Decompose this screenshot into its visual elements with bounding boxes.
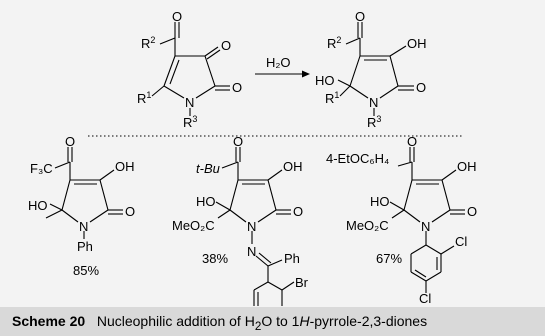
trifluoromethyl-group: F₃C	[30, 161, 53, 176]
example-1-structure	[45, 147, 123, 239]
caption-subscript: 2	[254, 319, 262, 333]
atom-nitrogen: N	[185, 95, 194, 110]
atom-oxygen: O	[407, 134, 417, 149]
atom-hydroxyl: OH	[283, 159, 303, 174]
reagent-label: H₂O	[266, 55, 291, 70]
phenyl-group: Ph	[77, 239, 93, 254]
atom-r1: R1	[325, 90, 339, 106]
example-3-structure	[389, 147, 465, 293]
atom-nitrogen: N	[421, 219, 430, 234]
caption-bar: Scheme 20 Nucleophilic addition of H2O t…	[0, 307, 545, 336]
atom-hydroxyl: HO	[196, 194, 216, 209]
atom-oxygen: O	[355, 9, 365, 24]
bromine-atom: Br	[295, 275, 309, 290]
caption-text-start: Nucleophilic addition of H	[96, 313, 255, 329]
atom-hydroxyl: OH	[407, 36, 427, 51]
atom-r1: R1	[137, 90, 151, 106]
atom-hydroxyl: HO	[370, 194, 390, 209]
atom-r3: R3	[183, 114, 197, 130]
ethoxyphenyl-group: 4-EtOC₆H₄	[326, 151, 389, 166]
chlorine-atom: Cl	[419, 291, 431, 306]
tert-butyl-group: t-Bu	[196, 161, 220, 176]
atom-hydroxyl: HO	[315, 73, 335, 88]
phenyl-group: Ph	[284, 251, 300, 266]
reaction-arrow	[255, 70, 310, 78]
caption-label: Scheme 20	[12, 313, 86, 329]
atom-nitrogen: N	[247, 244, 256, 259]
reactant-structure	[151, 22, 230, 116]
atom-oxygen: O	[233, 134, 243, 149]
methyl-ester-group: MeO₂C	[172, 218, 215, 233]
product-structure	[337, 22, 414, 116]
atom-oxygen: O	[65, 134, 75, 149]
yield-example-1: 85%	[73, 263, 99, 278]
caption-text-middle: O to 1	[261, 313, 300, 329]
atom-oxygen: O	[416, 80, 426, 95]
atom-nitrogen: N	[247, 219, 256, 234]
atom-hydroxyl: HO	[28, 198, 48, 213]
atom-nitrogen: N	[79, 219, 88, 234]
methyl-ester-group: MeO₂C	[346, 218, 389, 233]
atom-r2: R2	[327, 35, 341, 51]
atom-hydroxyl: OH	[115, 159, 135, 174]
atom-oxygen: O	[172, 9, 182, 24]
caption-italic: H	[299, 313, 310, 329]
atom-oxygen: O	[232, 80, 242, 95]
atom-oxygen: O	[293, 204, 303, 219]
yield-example-3: 67%	[376, 251, 402, 266]
yield-example-2: 38%	[202, 251, 228, 266]
atom-hydroxyl: OH	[457, 159, 477, 174]
atom-r2: R2	[141, 35, 155, 51]
scheme-drawing: O R2 O O N R1 R3 H₂O O R2 OH O N H	[28, 9, 477, 306]
atom-oxygen: O	[125, 204, 135, 219]
atom-oxygen: O	[221, 38, 231, 53]
chlorine-atom: Cl	[455, 234, 467, 249]
caption-text-end: -pyrrole-2,3-diones	[309, 313, 428, 329]
atom-oxygen: O	[467, 204, 477, 219]
example-2-structure	[215, 147, 295, 306]
scheme-caption: Scheme 20 Nucleophilic addition of H2O t…	[12, 313, 427, 333]
atom-nitrogen: N	[369, 95, 378, 110]
atom-r3: R3	[367, 114, 381, 130]
